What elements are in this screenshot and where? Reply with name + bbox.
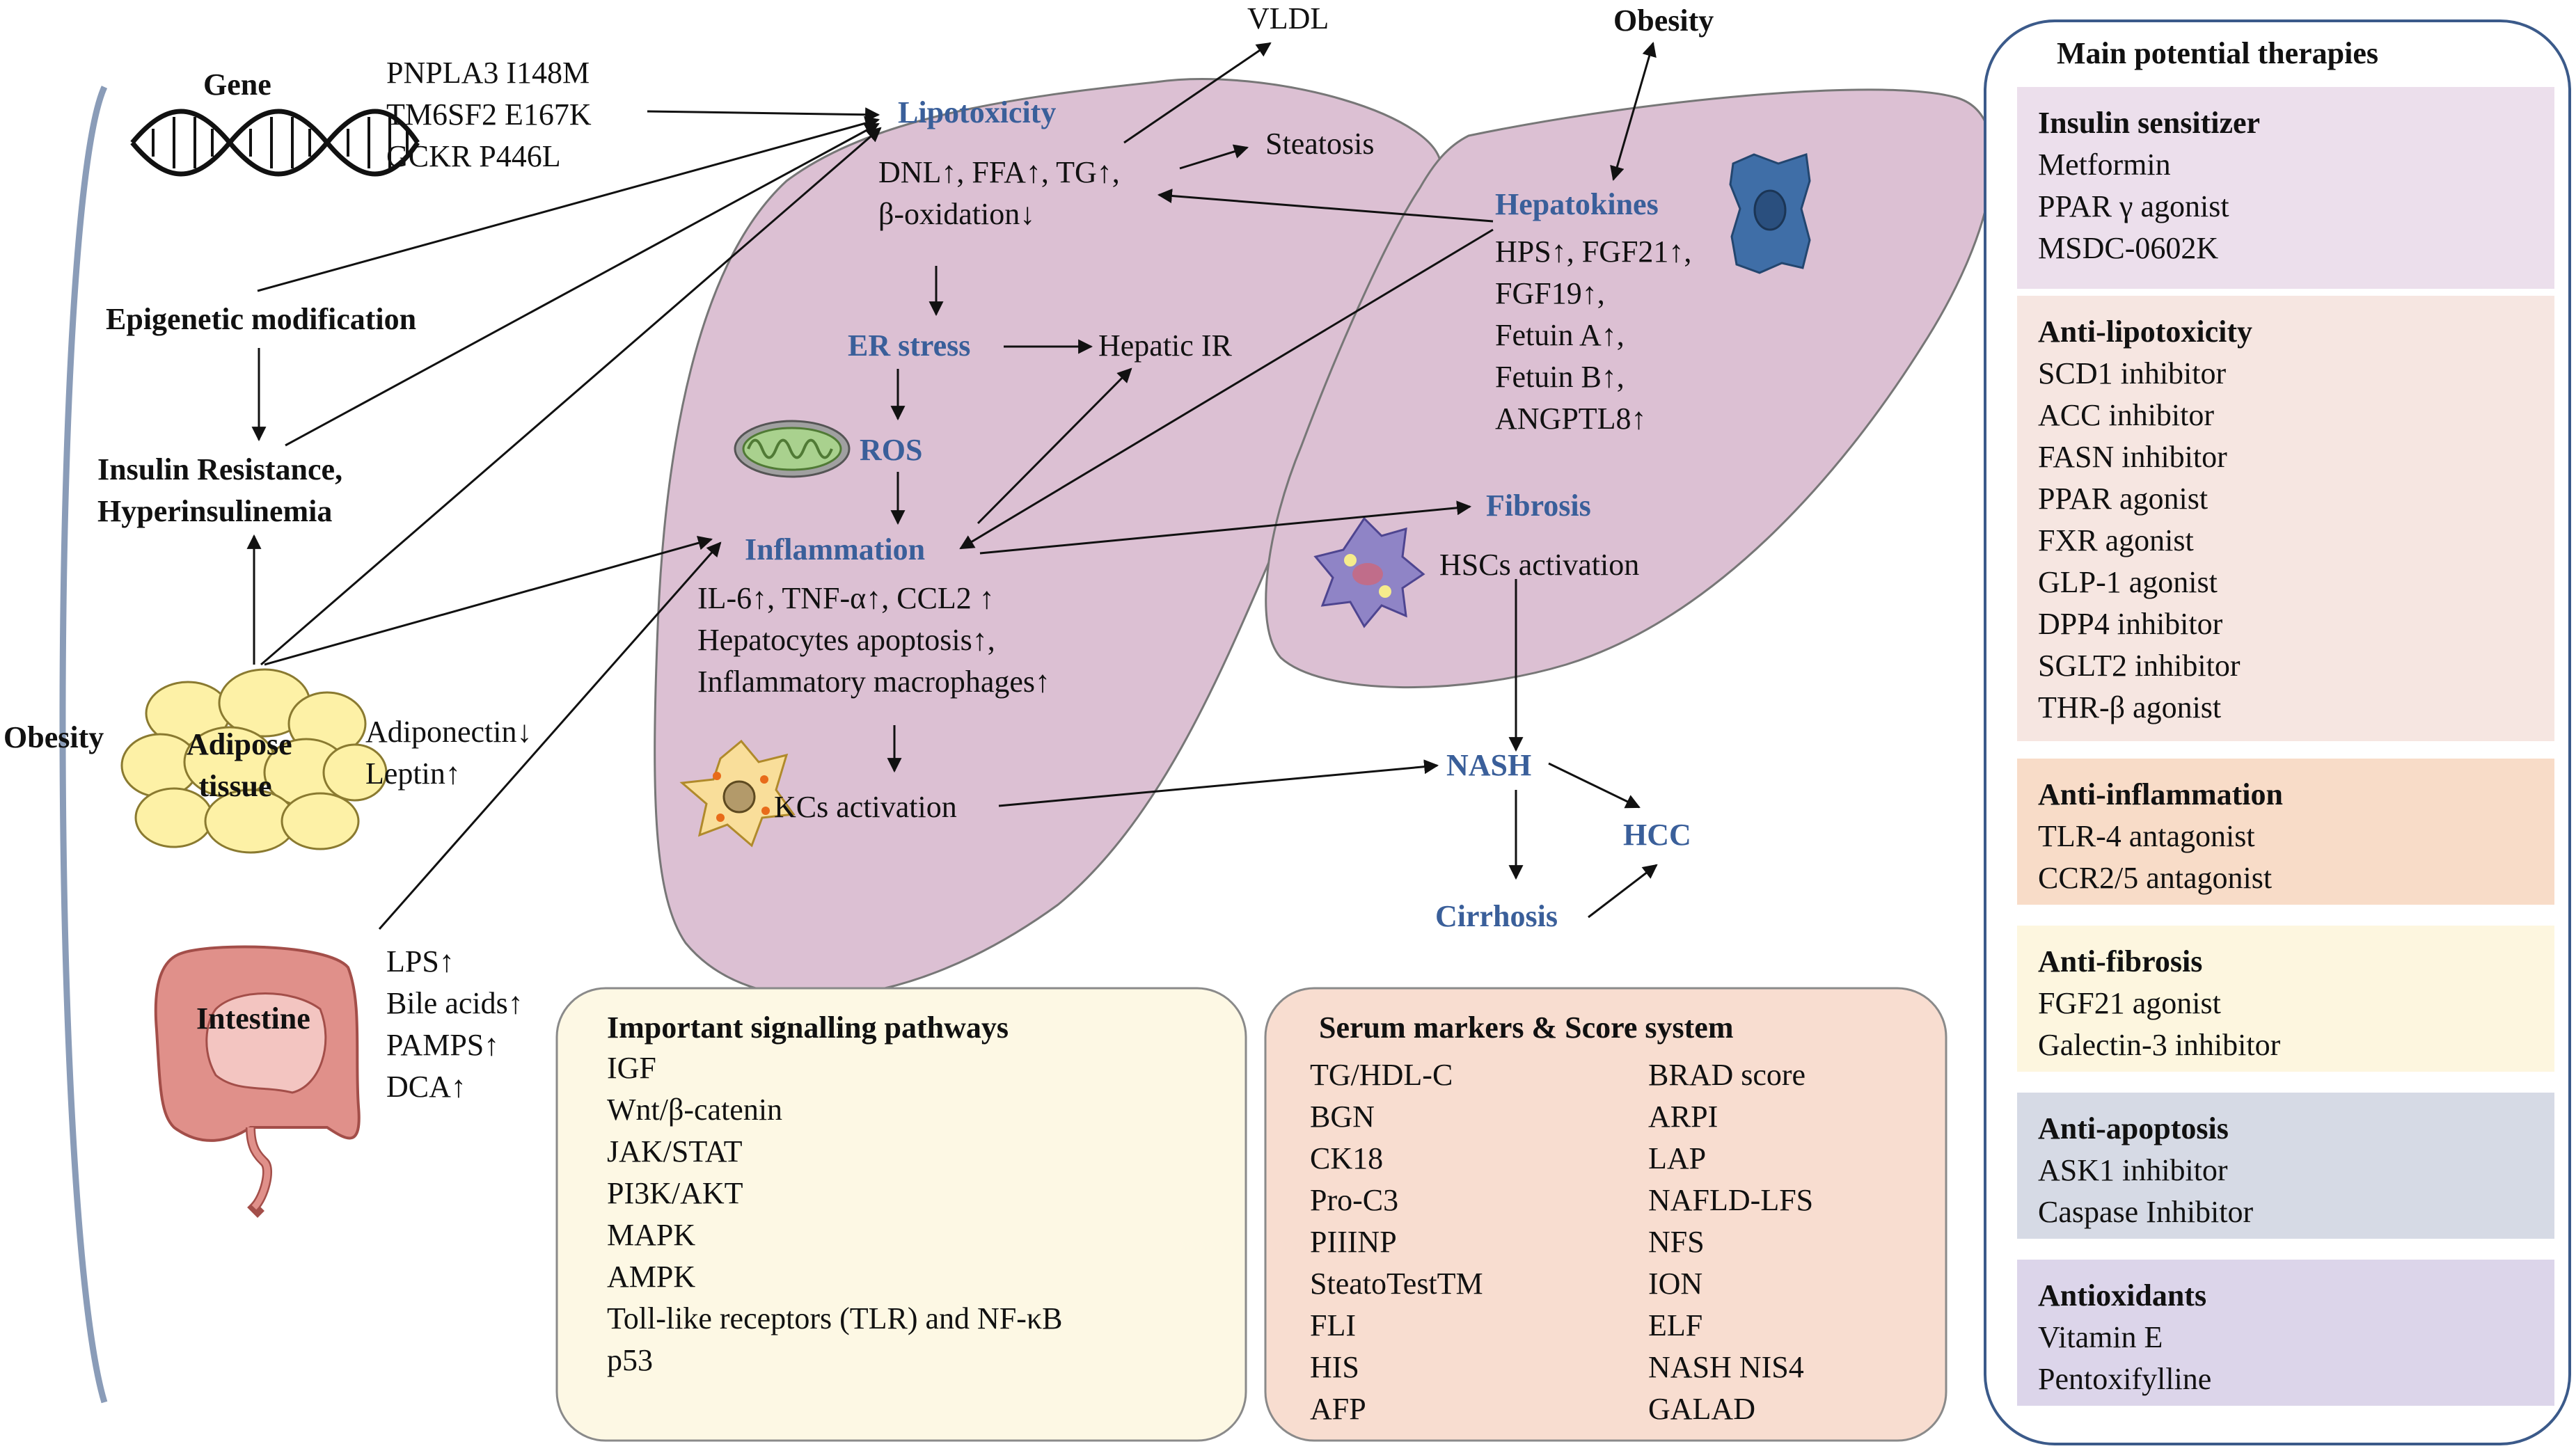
steatosis-label: Steatosis [1265, 127, 1375, 161]
er-stress-label: ER stress [848, 328, 971, 363]
pathway-item: JAK/STAT [607, 1134, 743, 1168]
serum-marker: FLI [1310, 1308, 1356, 1342]
serum-marker: HIS [1310, 1350, 1359, 1384]
serum-marker: LAP [1648, 1141, 1707, 1175]
obesity-top-label: Obesity [1613, 3, 1714, 38]
pathway-item: Toll-like receptors (TLR) and NF-κB [607, 1301, 1063, 1335]
adipokine-list: Adiponectin↓ Leptin↑ [365, 715, 532, 791]
gene-variant: TM6SF2 E167K [386, 97, 592, 132]
serum-col2: BRAD score ARPI LAP NAFLD-LFS NFS ION EL… [1648, 1054, 1813, 1430]
serum-marker: BGN [1310, 1100, 1375, 1134]
adipose-label: Adipose tissue [187, 727, 292, 803]
hcc-label: HCC [1623, 818, 1691, 852]
serum-title: Serum markers & Score system [1319, 1010, 1734, 1045]
hscs-activation-label: HSCs activation [1439, 548, 1640, 582]
pathway-item: AMPK [607, 1260, 696, 1294]
nash-label: NASH [1446, 748, 1532, 782]
inflammation-label: Inflammation [745, 532, 926, 566]
ros-label: ROS [860, 433, 923, 467]
therapies-title: Main potential therapies [2057, 36, 2378, 70]
gene-variant: PNPLA3 I148M [386, 56, 590, 90]
serum-marker: ARPI [1648, 1100, 1718, 1134]
cirrhosis-label: Cirrhosis [1435, 899, 1558, 933]
stellate-cell-icon [1313, 516, 1425, 628]
serum-marker: NFS [1648, 1225, 1705, 1259]
therapy-group-anti-fibrosis: Anti-fibrosis FGF21 agonist Galectin-3 i… [2038, 944, 2281, 1062]
therapy-group-antioxidants: Antioxidants Vitamin E Pentoxifylline [2038, 1278, 2212, 1396]
serum-marker: BRAD score [1648, 1058, 1806, 1092]
hepatic-ir-label: Hepatic IR [1098, 328, 1232, 363]
hepatokines-label: Hepatokines [1495, 187, 1659, 221]
inflammation-details: IL-6↑, TNF-α↑, CCL2 ↑ Hepatocytes apopto… [697, 581, 1051, 699]
gene-label: Gene [203, 68, 271, 102]
serum-marker: ELF [1648, 1308, 1703, 1342]
serum-marker: NAFLD-LFS [1648, 1183, 1814, 1217]
serum-marker: AFP [1310, 1392, 1366, 1426]
pathway-item: MAPK [607, 1218, 696, 1252]
obesity-side-label: Obesity [3, 720, 104, 754]
therapy-group-anti-inflammation: Anti-inflammation TLR-4 antagonist CCR2/… [2038, 777, 2283, 895]
adipose-tissue-icon [120, 668, 388, 854]
therapy-group-insulin-sensitizer: Insulin sensitizer Metformin PPAR γ agon… [2038, 106, 2261, 265]
epigenetic-label: Epigenetic modification [106, 302, 417, 336]
dna-helix-icon [130, 109, 420, 177]
pathway-item: p53 [607, 1343, 653, 1377]
serum-marker: NASH NIS4 [1648, 1350, 1804, 1384]
signalling-list: IGF Wnt/β-catenin JAK/STAT PI3K/AKT MAPK… [607, 1047, 1062, 1381]
hepatokine-list: HPS↑, FGF21↑, FGF19↑, Fetuin A↑, Fetuin … [1495, 235, 1692, 436]
vldl-label: VLDL [1247, 1, 1329, 35]
signalling-title: Important signalling pathways [607, 1010, 1009, 1045]
gene-variants: PNPLA3 I148M TM6SF2 E167K GCKR P446L [386, 52, 592, 177]
serum-marker: CK18 [1310, 1141, 1384, 1175]
serum-marker: GALAD [1648, 1392, 1755, 1426]
serum-marker: PIIINP [1310, 1225, 1397, 1259]
kcs-activation-label: KCs activation [774, 790, 957, 824]
serum-marker: TG/HDL-C [1310, 1058, 1453, 1092]
gut-factor-list: LPS↑ Bile acids↑ PAMPS↑ DCA↑ [386, 944, 523, 1104]
serum-marker: Pro-C3 [1310, 1183, 1399, 1217]
serum-box [1264, 987, 1947, 1442]
kupffer-cell-icon [679, 739, 796, 848]
insulin-resistance-label: Insulin Resistance, Hyperinsulinemia [97, 452, 343, 528]
therapy-group-anti-lipotoxicity: Anti-lipotoxicity SCD1 inhibitor ACC inh… [2038, 315, 2252, 724]
obesity-bracket [59, 86, 108, 1404]
intestine-label: Intestine [196, 1001, 310, 1036]
hepatocyte-icon [1729, 153, 1811, 274]
therapy-group-anti-apoptosis: Anti-apoptosis ASK1 inhibitor Caspase In… [2038, 1111, 2254, 1229]
liver-right-lobe [1265, 88, 1994, 689]
gene-variant: GCKR P446L [386, 139, 561, 173]
pathway-item: IGF [607, 1051, 656, 1085]
fibrosis-label: Fibrosis [1486, 489, 1591, 523]
serum-marker: SteatoTestTM [1310, 1267, 1483, 1301]
serum-col1: TG/HDL-C BGN CK18 Pro-C3 PIIINP SteatoTe… [1310, 1054, 1483, 1430]
lipotoxicity-details: DNL↑, FFA↑, TG↑, β-oxidation↓ [878, 155, 1120, 231]
lipotoxicity-label: Lipotoxicity [898, 95, 1057, 129]
intestine-icon [154, 945, 361, 1218]
mitochondria-icon [734, 420, 851, 478]
serum-marker: ION [1648, 1267, 1703, 1301]
signalling-box [555, 987, 1247, 1442]
pathway-item: Wnt/β-catenin [607, 1093, 783, 1127]
pathway-item: PI3K/AKT [607, 1176, 743, 1210]
